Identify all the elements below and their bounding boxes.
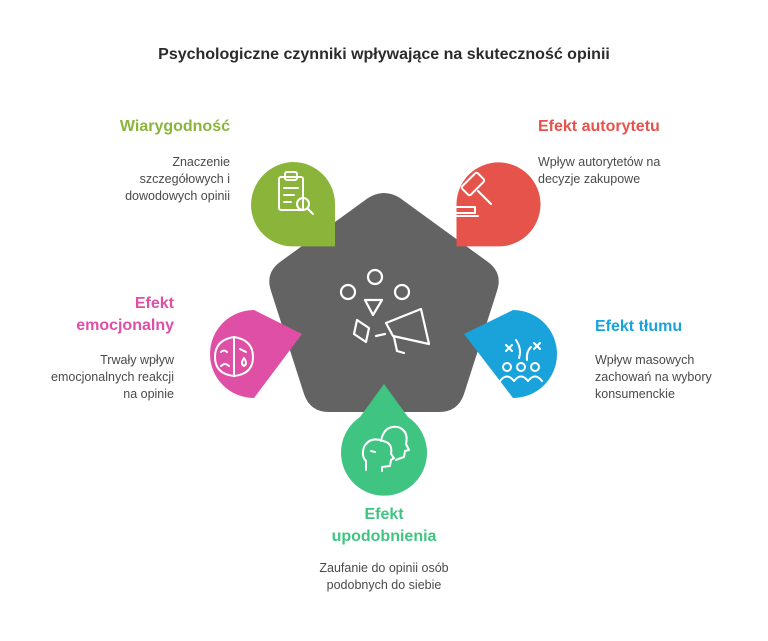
desc-line: dowodowych opinii (125, 189, 230, 203)
desc-line: Wpływ autorytetów na (538, 155, 661, 169)
desc-line: Trwały wpływ (100, 353, 174, 367)
center-pentagon (269, 193, 499, 412)
petal-wiarygodnosc (251, 162, 335, 247)
desc-efekt-autorytetu: Wpływ autorytetów na decyzje zakupowe (538, 154, 738, 188)
desc-line: Zaufanie do opinii osób (319, 561, 449, 575)
desc-efekt-upodobnienia: Zaufanie do opinii osób podobnych do sie… (284, 560, 484, 594)
gavel-icon (451, 171, 492, 217)
heading-wiarygodnosc: Wiarygodność (119, 118, 230, 135)
desc-wiarygodnosc: Znaczenie szczegółowych i dowodowych opi… (60, 154, 230, 205)
desc-line: decyzje zakupowe (538, 172, 641, 186)
two-heads-icon (361, 425, 410, 472)
petal-efekt-emocjonalny (210, 310, 302, 398)
heading-efekt-upodobnienia: Efekt upodobnienia (284, 504, 484, 548)
heading-line: Efekt (134, 295, 174, 312)
desc-line: podobnych do siebie (326, 578, 442, 592)
heading-efekt-emocjonalny: Efekt emocjonalny (20, 293, 174, 337)
emotion-mask-icon (214, 336, 254, 377)
megaphone-people-icon (339, 268, 431, 355)
desc-line: zachowań na wybory (595, 370, 712, 384)
heading-efekt-autorytetu: Efekt autorytetu (538, 118, 660, 135)
desc-efekt-tlumu: Wpływ masowych zachowań na wybory konsum… (595, 352, 755, 403)
desc-line: Znaczenie (172, 155, 230, 169)
petal-efekt-upodobnienia (341, 384, 428, 496)
crowd-icon (499, 339, 543, 382)
desc-efekt-emocjonalny: Trwały wpływ emocjonalnych reakcji na op… (20, 352, 174, 403)
heading-efekt-tlumu: Efekt tłumu (595, 318, 683, 335)
petal-efekt-autorytetu (451, 162, 541, 247)
desc-line: szczegółowych i (139, 172, 230, 186)
heading-line: emocjonalny (76, 317, 174, 334)
page-title: Psychologiczne czynniki wpływające na sk… (158, 46, 610, 63)
petal-efekt-tlumu (464, 310, 557, 398)
heading-line: Efekt (364, 506, 404, 523)
heading-line: upodobnienia (331, 528, 437, 545)
desc-line: emocjonalnych reakcji (51, 370, 174, 384)
desc-line: na opinie (123, 387, 174, 401)
clipboard-search-icon (278, 171, 314, 215)
desc-line: Wpływ masowych (595, 353, 695, 367)
desc-line: konsumenckie (595, 387, 675, 401)
